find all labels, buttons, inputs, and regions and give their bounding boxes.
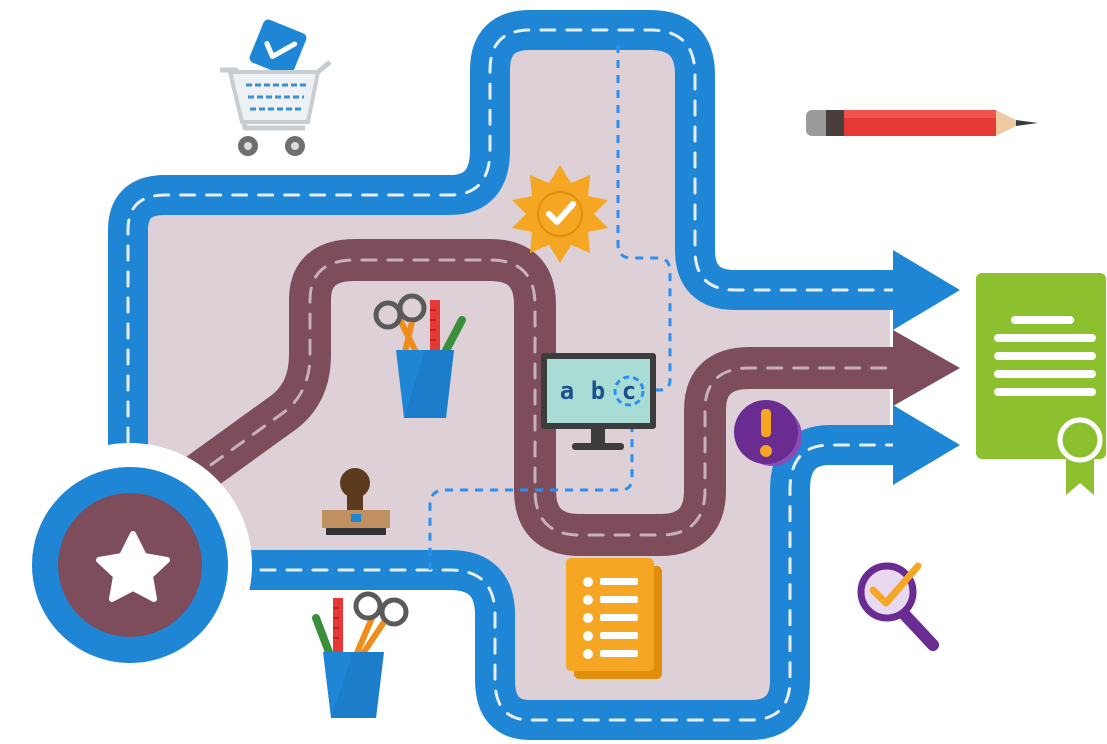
monitor-letter-c: c bbox=[622, 377, 636, 405]
star-icon bbox=[96, 531, 170, 602]
blue-road bbox=[108, 10, 915, 740]
arrow-heads bbox=[893, 250, 960, 485]
pencil-icon bbox=[806, 110, 1038, 136]
stamp-icon bbox=[322, 468, 390, 535]
start-badge bbox=[8, 443, 252, 687]
shopping-cart-icon bbox=[220, 19, 332, 156]
magnifier-check-icon bbox=[857, 562, 939, 651]
monitor-letter-b: b bbox=[591, 377, 605, 405]
certificate-icon bbox=[976, 273, 1106, 495]
approval-seal-icon bbox=[512, 165, 608, 263]
checklist-document-icon bbox=[566, 558, 662, 679]
stationery-cup-icon-2 bbox=[312, 591, 409, 718]
stationery-cup-icon bbox=[373, 293, 466, 418]
monitor-letter-a: a bbox=[560, 377, 574, 405]
plum-road bbox=[169, 239, 916, 556]
exclamation-icon bbox=[734, 400, 802, 466]
computer-monitor-icon bbox=[541, 353, 656, 450]
